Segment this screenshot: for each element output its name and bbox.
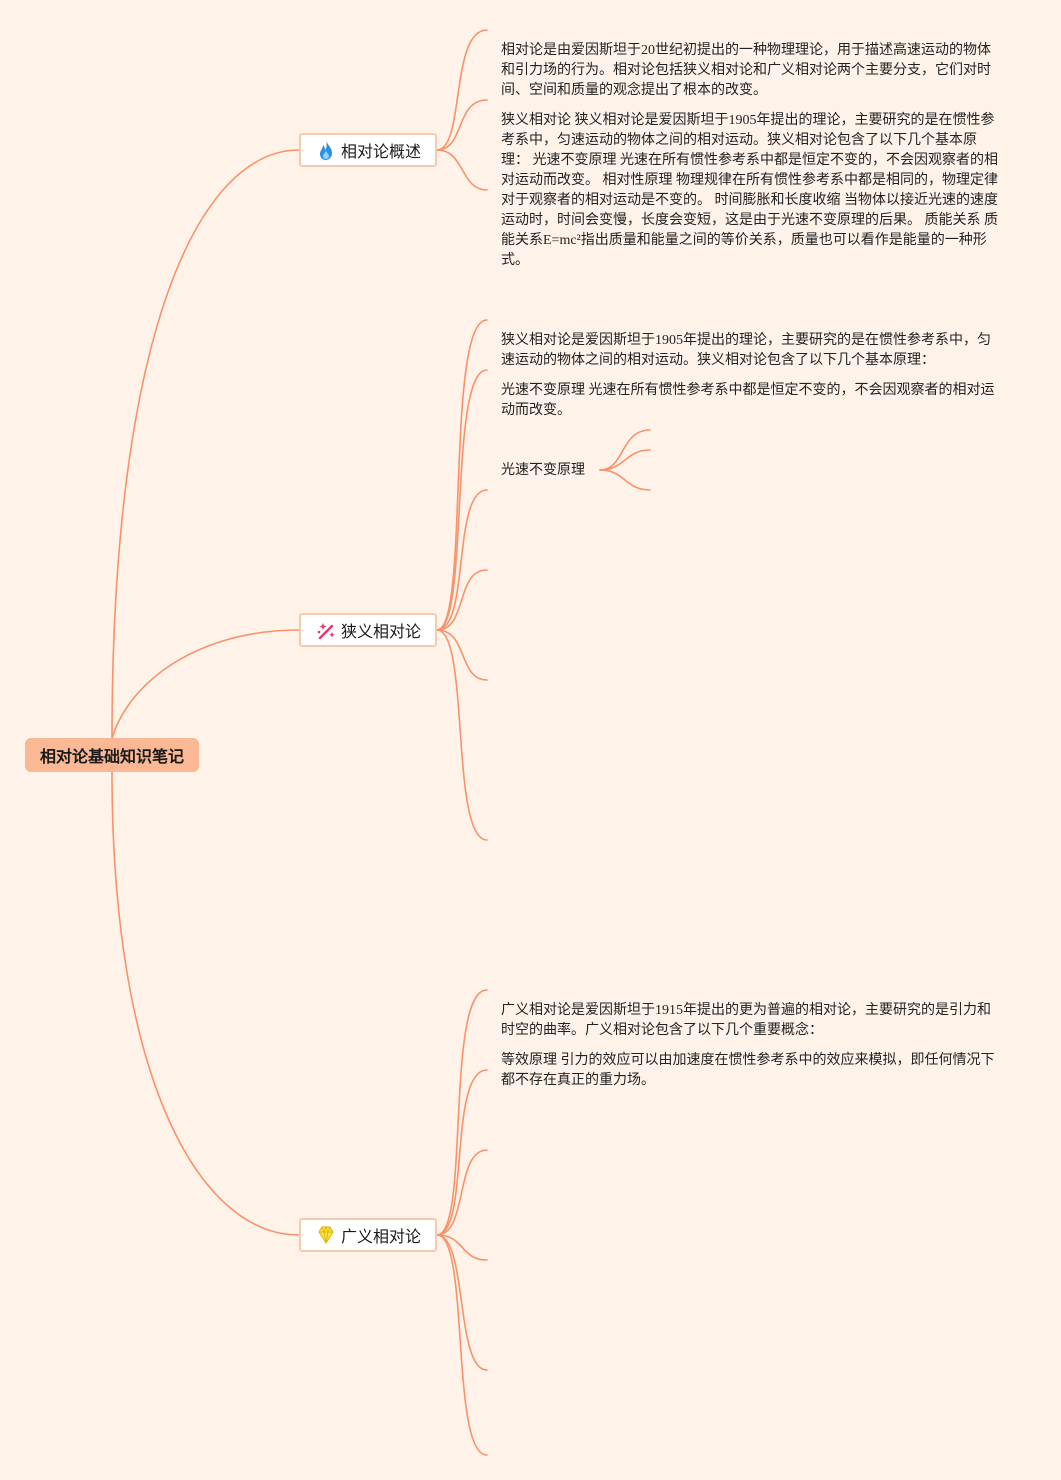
fire-icon xyxy=(315,139,337,161)
branch-3-leaf-connector xyxy=(436,1149,488,1236)
branch-3-leaf-connector xyxy=(436,1234,488,1456)
branch-1-leaf-connector xyxy=(436,29,488,151)
branch-node-special-relativity[interactable]: 狭义相对论 xyxy=(299,613,437,647)
branch-2-leaf-connector xyxy=(436,369,488,631)
branch-2-leaf-connector xyxy=(436,489,488,631)
branch-label: 广义相对论 xyxy=(340,1227,421,1246)
leaf-text: 狭义相对论是爱因斯坦于1905年提出的理论，主要研究的是在惯性参考系中，匀速运动… xyxy=(501,333,991,368)
branch-3-leaf-connector xyxy=(436,1069,488,1236)
branch-2-leaf-connector xyxy=(436,629,488,841)
branch-1-leaf-connector xyxy=(436,99,488,151)
root-to-branch-2-connector xyxy=(111,629,300,739)
branch-node-overview[interactable]: 相对论概述 xyxy=(299,133,437,167)
leaf-sub-node[interactable]: 光速不变原理 xyxy=(501,463,585,478)
root-title: 相对论基础知识笔记 xyxy=(39,747,184,766)
branch-label: 狭义相对论 xyxy=(340,622,421,641)
root-to-branch-1-connector xyxy=(111,149,300,739)
branch-label: 相对论概述 xyxy=(340,142,421,161)
sub-node-connector xyxy=(599,469,651,491)
root-node[interactable]: 相对论基础知识笔记 xyxy=(25,738,199,772)
leaf-text: 等效原理 引力的效应可以由加速度在惯性参考系中的效应来模拟，即任何情况下都不存在… xyxy=(501,1053,995,1088)
branch-2-leaf-connector xyxy=(436,629,488,681)
sub-node-connector xyxy=(599,449,651,471)
sparkle-icon xyxy=(315,619,337,641)
root-to-branch-3-connector xyxy=(111,771,300,1236)
leaf-text: 广义相对论是爱因斯坦于1915年提出的更为普遍的相对论，主要研究的是引力和时空的… xyxy=(501,1003,991,1038)
leaf-text: 相对论是由爱因斯坦于20世纪初提出的一种物理理论，用于描述高速运动的物体和引力场… xyxy=(501,43,991,98)
gem-icon xyxy=(315,1224,337,1246)
leaf-text: 狭义相对论 狭义相对论是爱因斯坦于1905年提出的理论，主要研究的是在惯性参考系… xyxy=(501,113,998,268)
branch-1-leaf-connector xyxy=(436,149,488,191)
branch-3-leaf-connector xyxy=(436,1234,488,1261)
branch-3-leaf-connector xyxy=(436,1234,488,1371)
branch-2-leaf-connector xyxy=(436,569,488,631)
leaf-text: 光速不变原理 光速在所有惯性参考系中都是恒定不变的，不会因观察者的相对运动而改变… xyxy=(501,383,995,418)
branch-2-leaf-connector xyxy=(436,319,488,631)
branch-node-general-relativity[interactable]: 广义相对论 xyxy=(299,1218,437,1252)
branch-3-leaf-connector xyxy=(436,989,488,1236)
